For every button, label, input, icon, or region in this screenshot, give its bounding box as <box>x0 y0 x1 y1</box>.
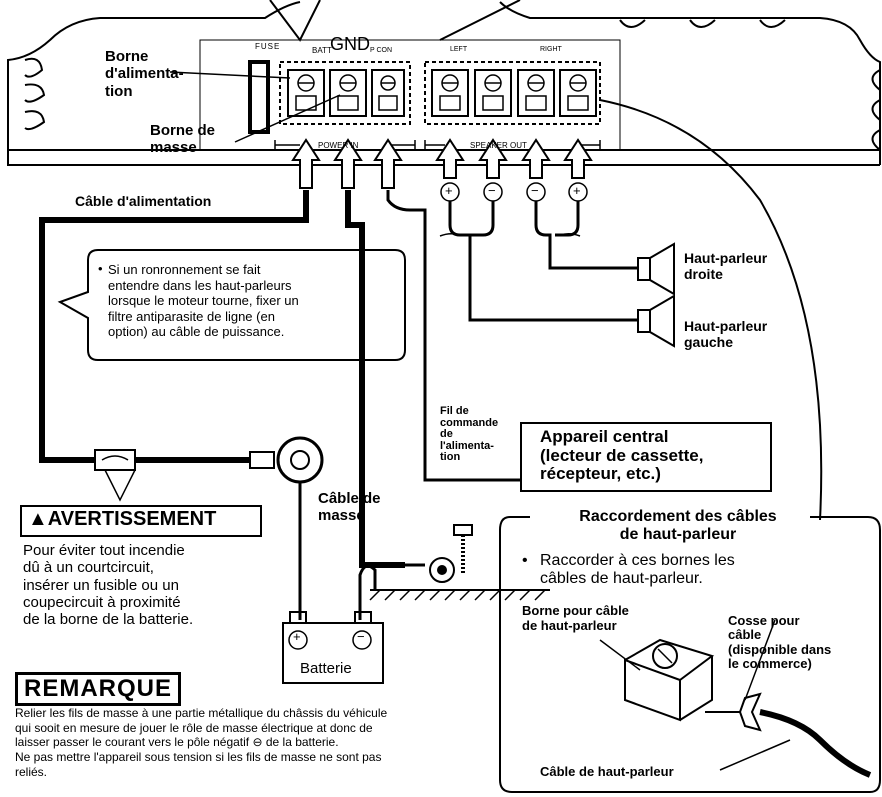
speaker-minus-left: − <box>488 183 496 198</box>
speaker-minus-right: − <box>531 183 539 198</box>
callout-bullet: • <box>98 261 103 276</box>
fil-commande-label: Fil de commande de l'alimenta- tion <box>440 405 499 464</box>
hp-gauche-label: Haut-parleur gauche <box>684 318 768 351</box>
cable-hp-label: Câble de haut-parleur <box>540 764 674 779</box>
cable-masse-label: Câble de masse <box>318 490 381 525</box>
fuse-label: FUSE <box>255 42 281 51</box>
inline-fuse <box>94 449 136 471</box>
warning-body: Pour éviter tout incendie dû à un courtc… <box>23 542 194 628</box>
pcon-label: P CON <box>370 47 393 54</box>
speaker-out-label: SPEAKER OUT <box>470 141 527 150</box>
power-in-label: POWER IN <box>318 141 359 150</box>
callout-bubble <box>57 249 406 361</box>
battery-label: Batterie <box>300 660 352 677</box>
remarque-title: REMARQUE <box>15 672 182 706</box>
battery-minus-symbol: − <box>357 629 365 644</box>
cable-alimentation-label: Câble d'alimentation <box>75 193 212 209</box>
borne-masse-label: Borne de masse <box>150 122 216 157</box>
head-unit-text: Appareil central (lecteur de cassette, r… <box>540 427 704 484</box>
battery <box>282 622 384 684</box>
raccordement-title: Raccordement des câbles de haut-parleur <box>548 508 808 545</box>
speaker-plus-left: + <box>445 183 453 198</box>
power-cable <box>39 190 309 463</box>
battery-plus-symbol: + <box>293 629 301 644</box>
warning-title: AVERTISSEMENT <box>47 508 217 530</box>
raccordement-bullet: • <box>522 552 528 569</box>
raccordement-text: Raccorder à ces bornes les câbles de hau… <box>540 552 735 588</box>
callout-text: Si un ronronnement se fait entendre dans… <box>108 262 299 340</box>
head-unit-box: Appareil central (lecteur de cassette, r… <box>520 422 772 492</box>
cosse-label: Cosse pour câble (disponible dans le com… <box>728 613 832 671</box>
borne-alimentation-label: Borne d'alimenta- tion <box>105 48 184 100</box>
power-control-wire <box>386 190 520 482</box>
borne-hp-label: Borne pour câble de haut-parleur <box>522 603 629 633</box>
fuse <box>248 60 270 134</box>
right-label: RIGHT <box>540 46 562 53</box>
speaker-plus-right: + <box>573 183 581 198</box>
warning-icon: ▲ <box>28 508 48 530</box>
gnd-label: GND <box>330 34 370 54</box>
warning-header: ▲AVERTISSEMENT <box>20 505 262 537</box>
batt-label: BATT <box>312 46 332 55</box>
amplifier-outline <box>7 1 881 165</box>
left-label: LEFT <box>450 46 468 53</box>
hp-droite-label: Haut-parleur droite <box>684 250 768 283</box>
remarque-body: Relier les fils de masse à une partie mé… <box>15 706 388 779</box>
ground-cable <box>345 190 405 568</box>
